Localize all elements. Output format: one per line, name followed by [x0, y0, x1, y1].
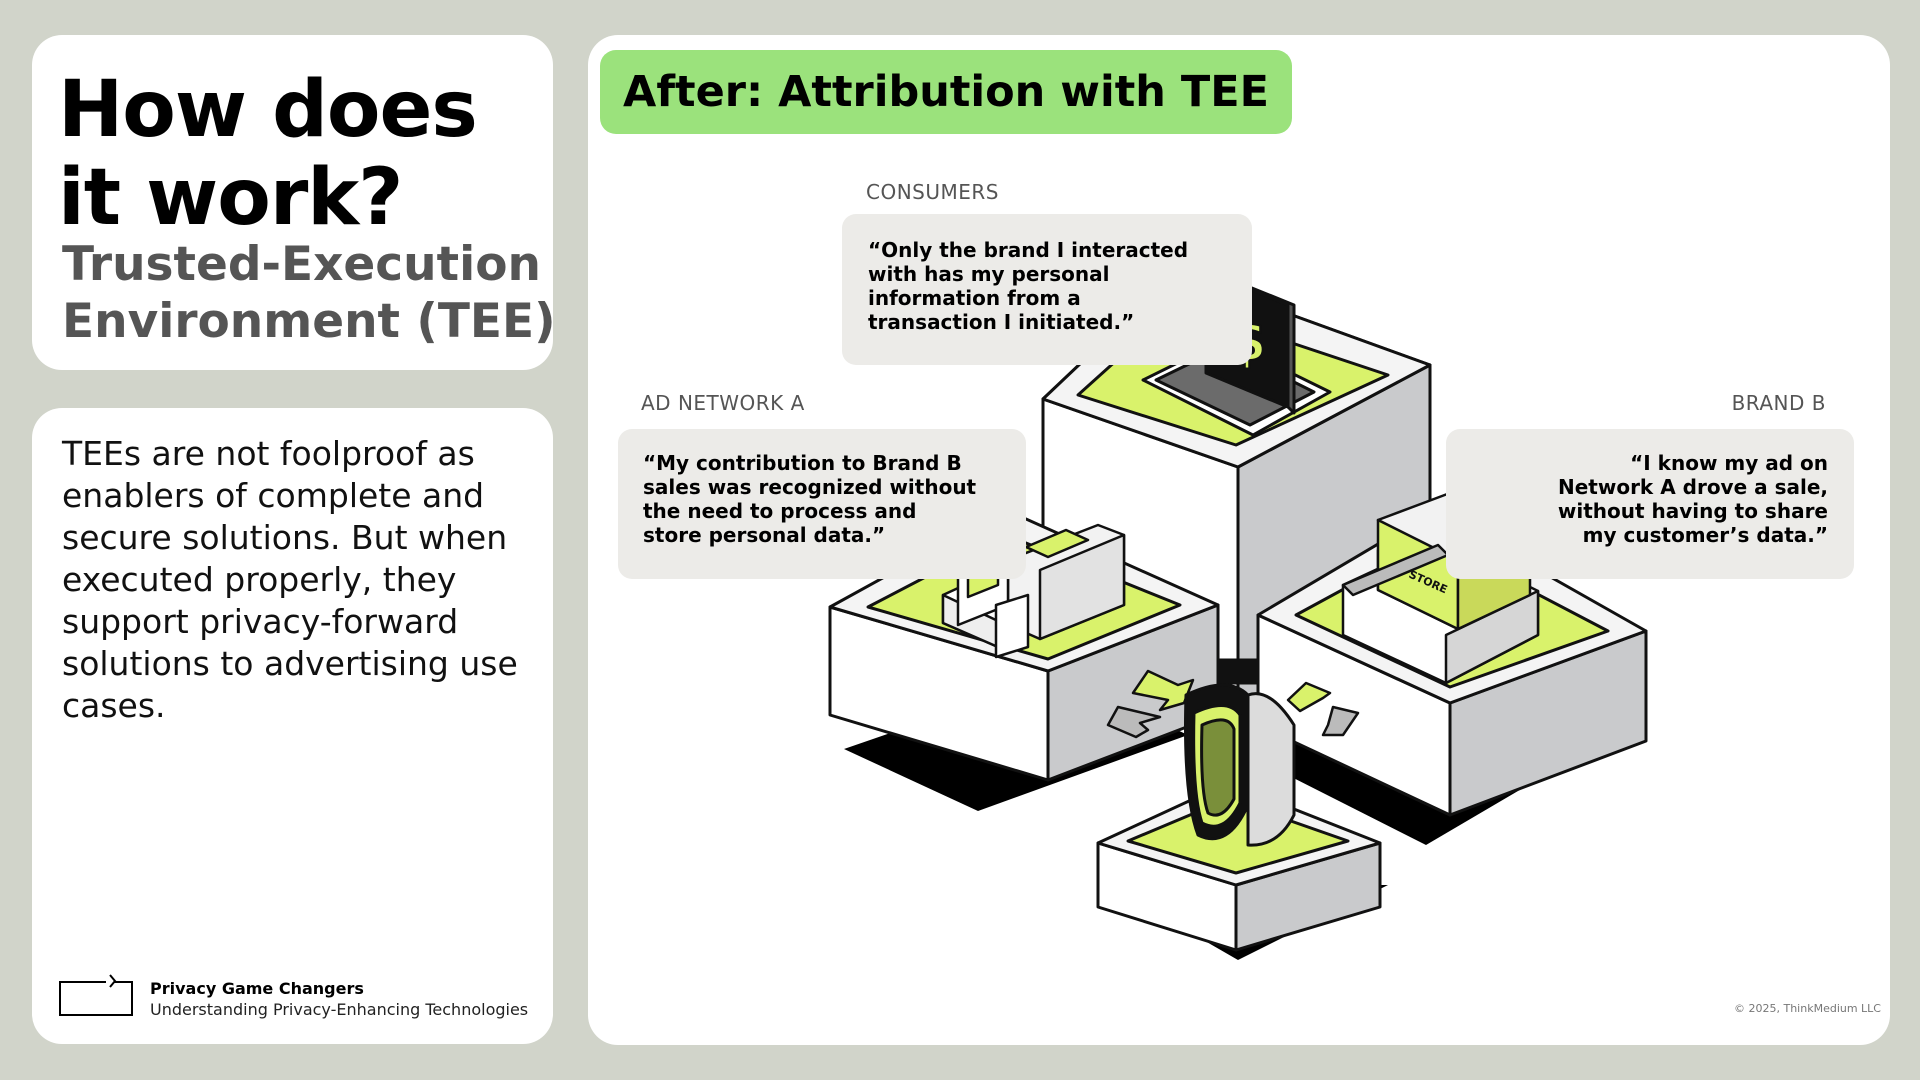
ad-network-quote: “My contribution to Brand B sales was re…: [643, 451, 977, 547]
footer-brand: Privacy Game Changers: [150, 979, 364, 998]
title-card: [32, 35, 553, 370]
brand-label: BRAND B: [1731, 391, 1826, 415]
page-title: How does it work?: [58, 65, 478, 243]
consumers-quote: “Only the brand I interacted with has my…: [868, 238, 1189, 334]
subtitle-line-1: Trusted-Execution: [62, 237, 541, 292]
ad-network-quote-bubble: “My contribution to Brand B sales was re…: [618, 429, 1026, 579]
description-card: [32, 408, 553, 1044]
subtitle-line-2: Environment (TEE): [62, 294, 556, 349]
consumers-label: CONSUMERS: [866, 180, 999, 204]
diagram-header: After: Attribution with TEE: [600, 50, 1292, 134]
footer-tagline: Understanding Privacy-Enhancing Technolo…: [150, 1000, 529, 1019]
page-subtitle: Trusted-Execution Environment (TEE): [62, 236, 556, 350]
frame-logo-icon: [59, 974, 133, 1016]
tee-illustration: $ STORE: [828, 265, 1648, 960]
arrow-icon: [1106, 669, 1360, 739]
consumers-quote-bubble: “Only the brand I interacted with has my…: [842, 214, 1252, 365]
brand-quote-bubble: “I know my ad on Network A drove a sale,…: [1446, 429, 1854, 579]
brand-quote: “I know my ad on Network A drove a sale,…: [1557, 451, 1828, 547]
description-text: TEEs are not foolproof as enablers of co…: [62, 434, 518, 725]
copyright: © 2025, ThinkMedium LLC: [1734, 1002, 1881, 1015]
title-line-2: it work?: [58, 153, 403, 243]
ad-network-label: AD NETWORK A: [641, 391, 805, 415]
front-platform: [1096, 781, 1382, 952]
title-line-1: How does: [58, 65, 478, 155]
shield-icon: [1184, 683, 1296, 847]
